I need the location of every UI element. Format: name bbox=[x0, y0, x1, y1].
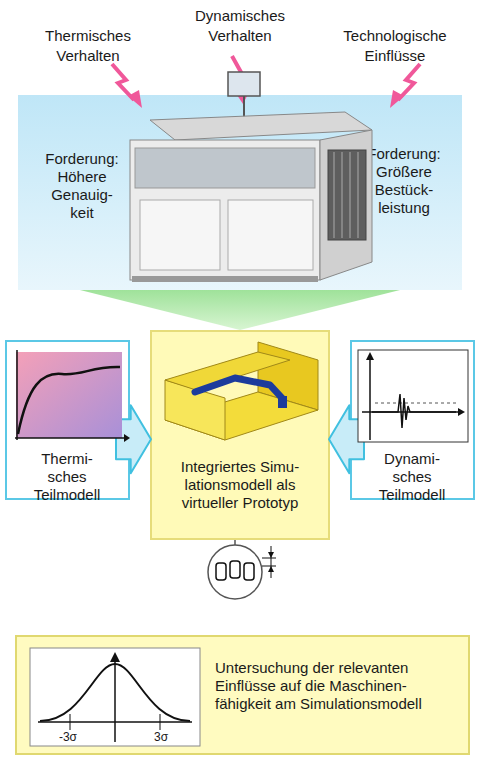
submodel-box: Dynami- sches Teilmodell bbox=[350, 340, 475, 500]
annotation-label: 3σ bbox=[148, 730, 174, 744]
tolerance-arrow bbox=[268, 552, 274, 558]
requirement-band: Forderung: Höhere Genauig- keit Forderung… bbox=[18, 95, 462, 290]
component-symbol bbox=[230, 561, 240, 578]
leader-line bbox=[234, 540, 236, 545]
simulation-model-box: Integriertes Simu- lationsmodell als vir… bbox=[150, 330, 330, 540]
tolerance-mark bbox=[262, 566, 276, 567]
node-text: Forderung: Höhere Genauig- keit bbox=[38, 150, 126, 222]
node-text: Dynami- sches Teilmodell bbox=[372, 450, 452, 504]
detail-circle bbox=[208, 545, 262, 599]
lightning-bolt bbox=[232, 56, 242, 94]
tolerance-mark bbox=[262, 558, 276, 559]
component-symbol bbox=[244, 563, 254, 580]
node-text: Forderung: Größere Bestück- leistung bbox=[358, 145, 450, 217]
monitor bbox=[228, 72, 260, 96]
submodel-box: Thermi- sches Teilmodell bbox=[5, 340, 130, 500]
component-symbol bbox=[216, 563, 226, 580]
analysis-box: Untersuchung der relevanten Einflüsse au… bbox=[15, 635, 470, 755]
annotation-label: Technologische Einflüsse bbox=[322, 26, 468, 66]
tolerance-arrow bbox=[268, 566, 274, 572]
node-text: Integriertes Simu- lationsmodell als vir… bbox=[160, 458, 320, 512]
tolerance-mark bbox=[271, 546, 272, 578]
funnel-arrow bbox=[80, 290, 400, 330]
node-text: Untersuchung der relevanten Einflüsse au… bbox=[215, 659, 460, 713]
annotation-label: Thermisches Verhalten bbox=[28, 26, 148, 66]
node-text: Thermi- sches Teilmodell bbox=[27, 450, 107, 504]
annotation-label: -3σ bbox=[50, 730, 86, 744]
annotation-label: Dynamisches Verhalten bbox=[178, 6, 302, 46]
